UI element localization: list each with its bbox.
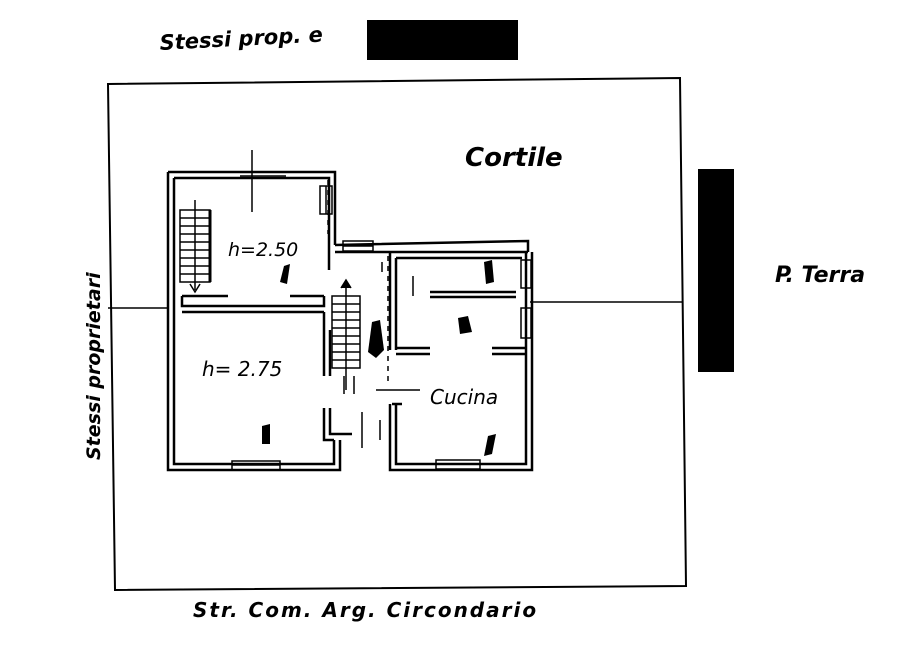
- hidden-lines: [327, 180, 389, 384]
- windows: [231, 185, 532, 471]
- redaction-box-right: [698, 169, 734, 372]
- road-label: Str. Com. Arg. Circondario: [193, 598, 538, 622]
- site-boundary: [106, 76, 688, 592]
- redaction-box-top: [367, 20, 518, 60]
- hatch-marks: [262, 260, 496, 456]
- height-upper-label: h=2.50: [228, 239, 298, 261]
- height-lower-label: h= 2.75: [202, 357, 282, 381]
- floor-label: P. Terra: [775, 263, 865, 288]
- top-note-label: Stessi prop. e: [159, 22, 323, 55]
- courtyard-label: Cortile: [465, 143, 563, 173]
- staircase-upper: [179, 200, 212, 294]
- left-neighbors-label: Stessi proprietari: [83, 272, 105, 460]
- section-lines: [240, 150, 420, 448]
- building-walls: [166, 170, 534, 472]
- staircase-central: [331, 278, 361, 394]
- kitchen-label: Cucina: [430, 385, 498, 409]
